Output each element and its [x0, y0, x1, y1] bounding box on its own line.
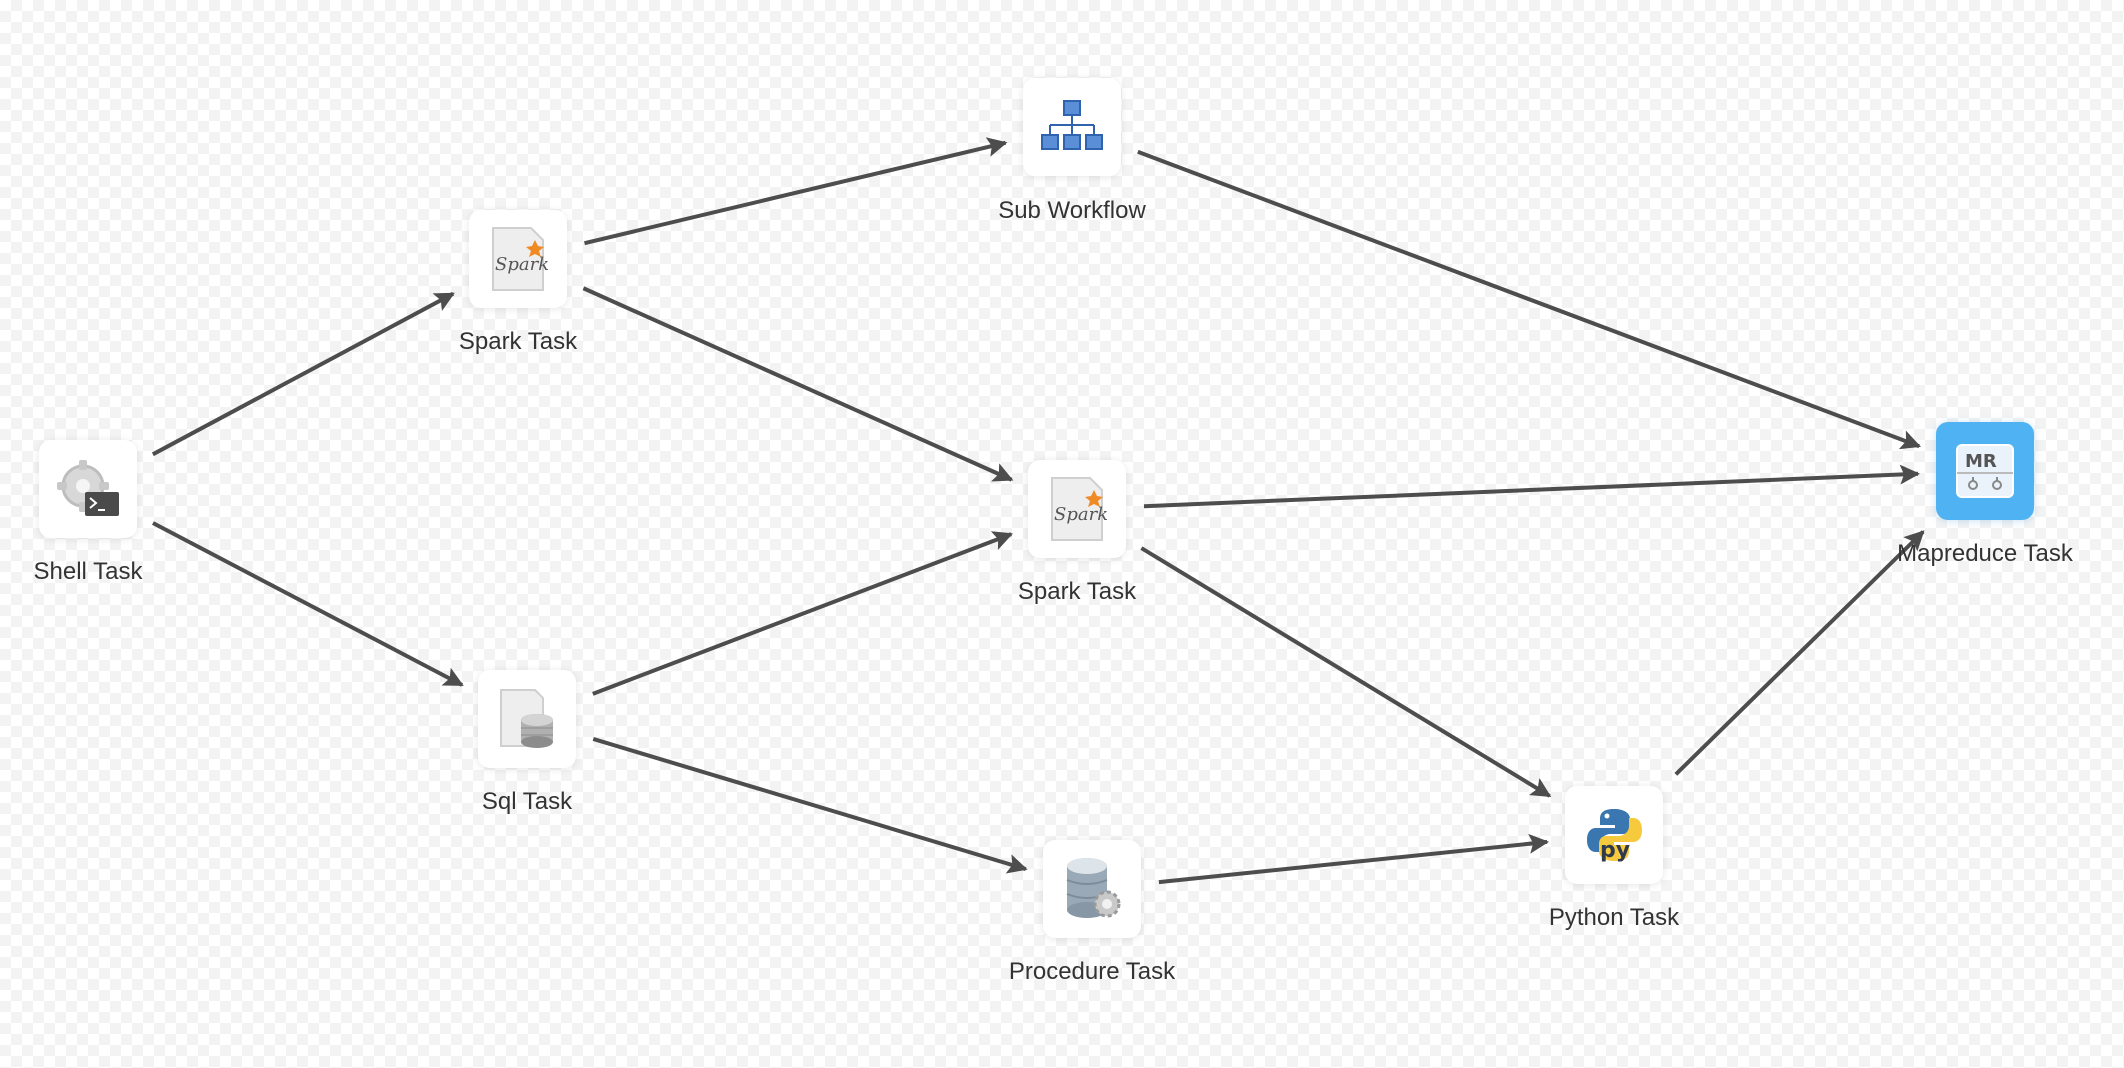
- mapreduce-icon: MR: [1956, 444, 2014, 498]
- node-shell-task[interactable]: [39, 440, 137, 538]
- procedure-icon: [1066, 858, 1121, 918]
- node-sql-task[interactable]: [478, 670, 576, 768]
- svg-text:Spark: Spark: [1054, 504, 1108, 525]
- svg-text:py: py: [1600, 838, 1630, 863]
- svg-text:Spark: Spark: [495, 254, 549, 275]
- label-mapreduce-task: Mapreduce Task: [1897, 540, 2073, 567]
- label-procedure-task: Procedure Task: [1008, 958, 1176, 985]
- label-spark-task: Spark Task: [1017, 578, 1137, 605]
- edge-subwf-to-mr[interactable]: [1137, 149, 1922, 450]
- spark-icon: Spark: [1051, 477, 1108, 541]
- node-procedure-task[interactable]: [1043, 840, 1141, 938]
- node-sub-workflow[interactable]: [1023, 78, 1121, 176]
- node-spark-task[interactable]: Spark: [1028, 460, 1126, 558]
- label-sub-workflow: Sub Workflow: [998, 197, 1146, 224]
- label-python-task: Python Task: [1548, 904, 1680, 931]
- edge-spark1-to-subwf[interactable]: [584, 137, 1008, 246]
- sql-icon: [500, 689, 553, 748]
- edge-proc-to-python[interactable]: [1158, 833, 1550, 885]
- edge-spark2-to-python[interactable]: [1140, 546, 1552, 798]
- edge-spark2-to-mr[interactable]: [1143, 464, 1921, 509]
- edge-sql-to-spark2[interactable]: [592, 531, 1014, 696]
- label-sql-task: Sql Task: [481, 788, 573, 815]
- edge-shell-to-spark1[interactable]: [151, 291, 455, 457]
- edge-spark1-to-spark2[interactable]: [582, 286, 1014, 482]
- label-shell-task: Shell Task: [33, 558, 143, 585]
- edge-shell-to-sql[interactable]: [152, 521, 464, 687]
- shell-icon: [57, 460, 119, 516]
- label-spark-task: Spark Task: [458, 328, 578, 355]
- edge-python-to-mr[interactable]: [1674, 530, 1925, 776]
- svg-text:MR: MR: [1965, 451, 1997, 472]
- node-spark-task[interactable]: Spark: [469, 210, 567, 308]
- node-mapreduce-task[interactable]: MR: [1936, 422, 2034, 520]
- python-icon: py: [1587, 809, 1642, 863]
- edge-sql-to-proc[interactable]: [592, 737, 1028, 874]
- sub-workflow-icon: [1041, 100, 1103, 150]
- spark-icon: Spark: [492, 227, 549, 291]
- node-python-task[interactable]: py: [1565, 786, 1663, 884]
